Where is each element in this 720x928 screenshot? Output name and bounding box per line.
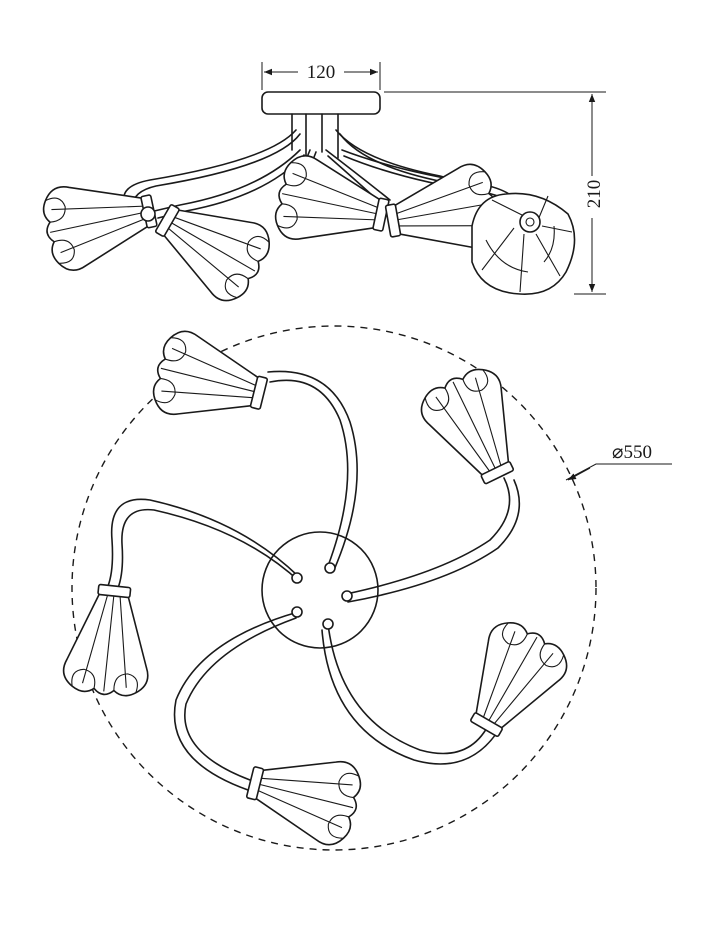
plan-shade-bottom [239, 740, 368, 851]
plan-sockets [291, 562, 353, 630]
plan-canopy [261, 531, 379, 649]
dimension-height: 210 [384, 91, 606, 295]
dimension-width-label: 120 [307, 62, 336, 83]
plan-shade-right [446, 612, 576, 751]
top-plan-view: ⌀550 [60, 325, 672, 851]
ceiling-canopy [261, 91, 381, 115]
plan-shade-top-left [146, 325, 275, 436]
dimension-width: 120 [261, 62, 381, 90]
side-shade-right [471, 192, 576, 295]
side-shade-left-back [141, 180, 280, 310]
side-shade-left [37, 168, 164, 276]
dimension-height-label: 210 [584, 180, 605, 209]
plan-arms [107, 370, 521, 791]
plan-shade-left [60, 580, 158, 700]
dimension-diameter-label: ⌀550 [612, 442, 652, 463]
side-elevation-view: 120 210 [37, 62, 606, 310]
dimension-diameter: ⌀550 [565, 442, 672, 481]
plan-shade-top-right [412, 359, 539, 497]
canopy-stems [291, 113, 339, 161]
side-shade-left-socket [140, 206, 156, 222]
footprint-circle [71, 325, 597, 851]
